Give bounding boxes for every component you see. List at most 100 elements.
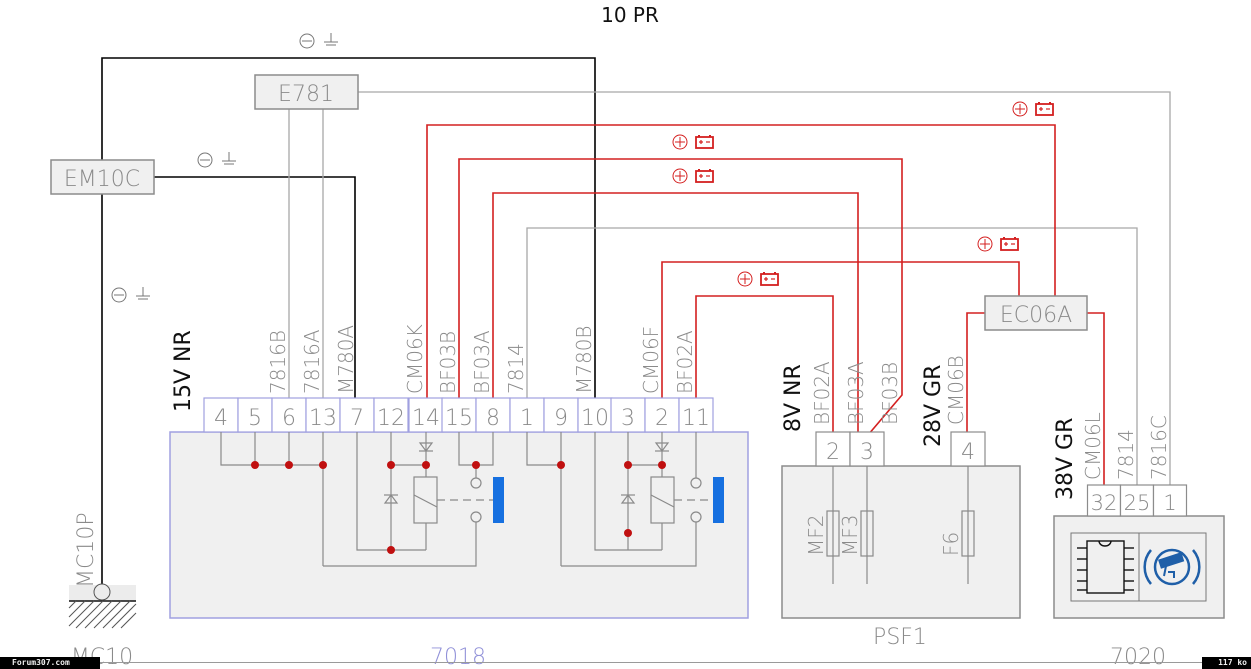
- pin-label: 6: [282, 406, 296, 431]
- fuse-label-mf2: MF2: [804, 515, 828, 556]
- wire-cm06l: [1087, 312, 1105, 485]
- minus-icon: [299, 33, 315, 49]
- footer-file-size: 117 ko: [1202, 657, 1251, 669]
- pin-7020-25[interactable]: 25: [1119, 484, 1155, 517]
- armature-1: [493, 477, 504, 523]
- relay-internal-circuit: [220, 432, 713, 567]
- pin-7020-32[interactable]: 32: [1086, 484, 1122, 517]
- relay-armatures: [493, 477, 724, 523]
- minus-icon: [197, 152, 213, 168]
- pin-7018-5[interactable]: 5: [237, 397, 273, 433]
- wire-cm06k: [426, 124, 1056, 400]
- wire-cm06f: [661, 261, 1020, 400]
- wire-label-m780a: M780A: [334, 325, 358, 394]
- connector-7020-wire-labels: CM06L 7814 7816C: [1081, 412, 1171, 480]
- node-e781[interactable]: E781: [254, 74, 359, 110]
- pin-label: 32: [1091, 491, 1118, 515]
- pin-psf1-2[interactable]: 2: [815, 431, 851, 467]
- wire-label-7816a: 7816A: [300, 329, 324, 394]
- pin-7018-3[interactable]: 3: [610, 397, 646, 433]
- pin-7018-8[interactable]: 8: [475, 397, 511, 433]
- node-em10c[interactable]: EM10C: [50, 159, 155, 195]
- pin-label: 2: [655, 406, 669, 431]
- wire-label-7020-7814: 7814: [1114, 429, 1138, 480]
- battery-icon: [695, 135, 714, 149]
- pin-label: 12: [377, 406, 405, 431]
- wire-label-7814: 7814: [504, 343, 528, 394]
- fuse-label-mf3: MF3: [838, 515, 862, 556]
- ground-icon: [222, 152, 236, 165]
- pin-label: 2: [826, 440, 840, 465]
- ground-wire-label: MC10P: [74, 512, 99, 588]
- diagram-title: 10 PR: [601, 3, 659, 27]
- wire-cm06b: [966, 312, 985, 435]
- pin-label: 15: [445, 406, 473, 431]
- pin-label: 4: [961, 440, 975, 465]
- footer-divider: [100, 662, 1202, 663]
- battery-symbol-1: [1012, 101, 1054, 117]
- pin-7018-11[interactable]: 11: [678, 397, 714, 433]
- pin-7018-2[interactable]: 2: [644, 397, 680, 433]
- chip-icon: [1077, 540, 1134, 594]
- battery-icon: [760, 272, 779, 286]
- pin-label: 3: [621, 406, 635, 431]
- pin-7018-9[interactable]: 9: [543, 397, 579, 433]
- plus-icon: [1012, 101, 1028, 117]
- battery-symbol-2: [672, 134, 714, 150]
- pin-7018-7[interactable]: 7: [339, 397, 375, 433]
- wire-label-psf1-bf02a: BF02A: [810, 361, 834, 425]
- wire-label-psf1-bf03b: BF03B: [878, 362, 902, 425]
- wire-bf03b: [458, 158, 903, 436]
- pin-7018-6[interactable]: 6: [271, 397, 307, 433]
- pin-label: 1: [520, 406, 534, 431]
- pin-label: 9: [554, 406, 568, 431]
- ground-symbol-em10c: [197, 152, 236, 168]
- wire-label-psf1-cm06b: CM06B: [944, 355, 968, 425]
- ground-wires: [101, 57, 596, 586]
- fuse-box-psf1[interactable]: [781, 465, 1021, 619]
- node-ec06a[interactable]: EC06A: [984, 295, 1088, 331]
- node-ec06a-label: EC06A: [1000, 303, 1072, 328]
- wire-label-cm06k: CM06K: [403, 324, 427, 394]
- pin-psf1-3[interactable]: 3: [849, 431, 885, 467]
- module-7020-name: 7020: [1110, 645, 1166, 669]
- pin-7018-12[interactable]: 12: [373, 397, 409, 433]
- wire-label-7020-cm06l: CM06L: [1081, 412, 1105, 480]
- pin-label: 14: [412, 406, 440, 431]
- ground-symbol-top: [299, 33, 338, 49]
- pin-7018-13[interactable]: 13: [305, 397, 341, 433]
- minus-icon: [111, 287, 127, 303]
- wire-label-7020-7816c: 7816C: [1147, 415, 1171, 480]
- pin-7018-10[interactable]: 10: [577, 397, 613, 433]
- connector-psf1b-spec: 28V GR: [921, 365, 946, 447]
- pin-label: 1: [1163, 491, 1176, 515]
- pin-label: 8: [486, 406, 500, 431]
- pin-7018-1[interactable]: 1: [509, 397, 545, 433]
- pin-7018-4[interactable]: 4: [203, 397, 239, 433]
- signal-wires: [288, 91, 1171, 485]
- pin-7020-1[interactable]: 1: [1152, 484, 1188, 517]
- pin-label: 10: [581, 406, 609, 431]
- pin-7018-15[interactable]: 15: [441, 397, 477, 433]
- pin-label: 5: [248, 406, 262, 431]
- module-7020[interactable]: [1053, 515, 1225, 619]
- pin-psf1-4[interactable]: 4: [950, 431, 986, 467]
- pin-label: 11: [682, 406, 710, 431]
- plus-icon: [672, 134, 688, 150]
- node-e781-label: E781: [278, 82, 334, 107]
- wire-m780b-ground: [101, 57, 596, 400]
- pin-label: 3: [860, 440, 874, 465]
- battery-symbols: [672, 101, 1054, 287]
- fuse-box-psf1-name: PSF1: [873, 625, 927, 650]
- wire-label-psf1-bf03a: BF03A: [844, 361, 868, 425]
- pin-7018-14[interactable]: 14: [408, 397, 444, 433]
- plus-icon: [672, 168, 688, 184]
- armature-2: [713, 477, 724, 523]
- battery-icon: [1035, 102, 1054, 116]
- footer-site-label: Forum307.com: [0, 657, 100, 669]
